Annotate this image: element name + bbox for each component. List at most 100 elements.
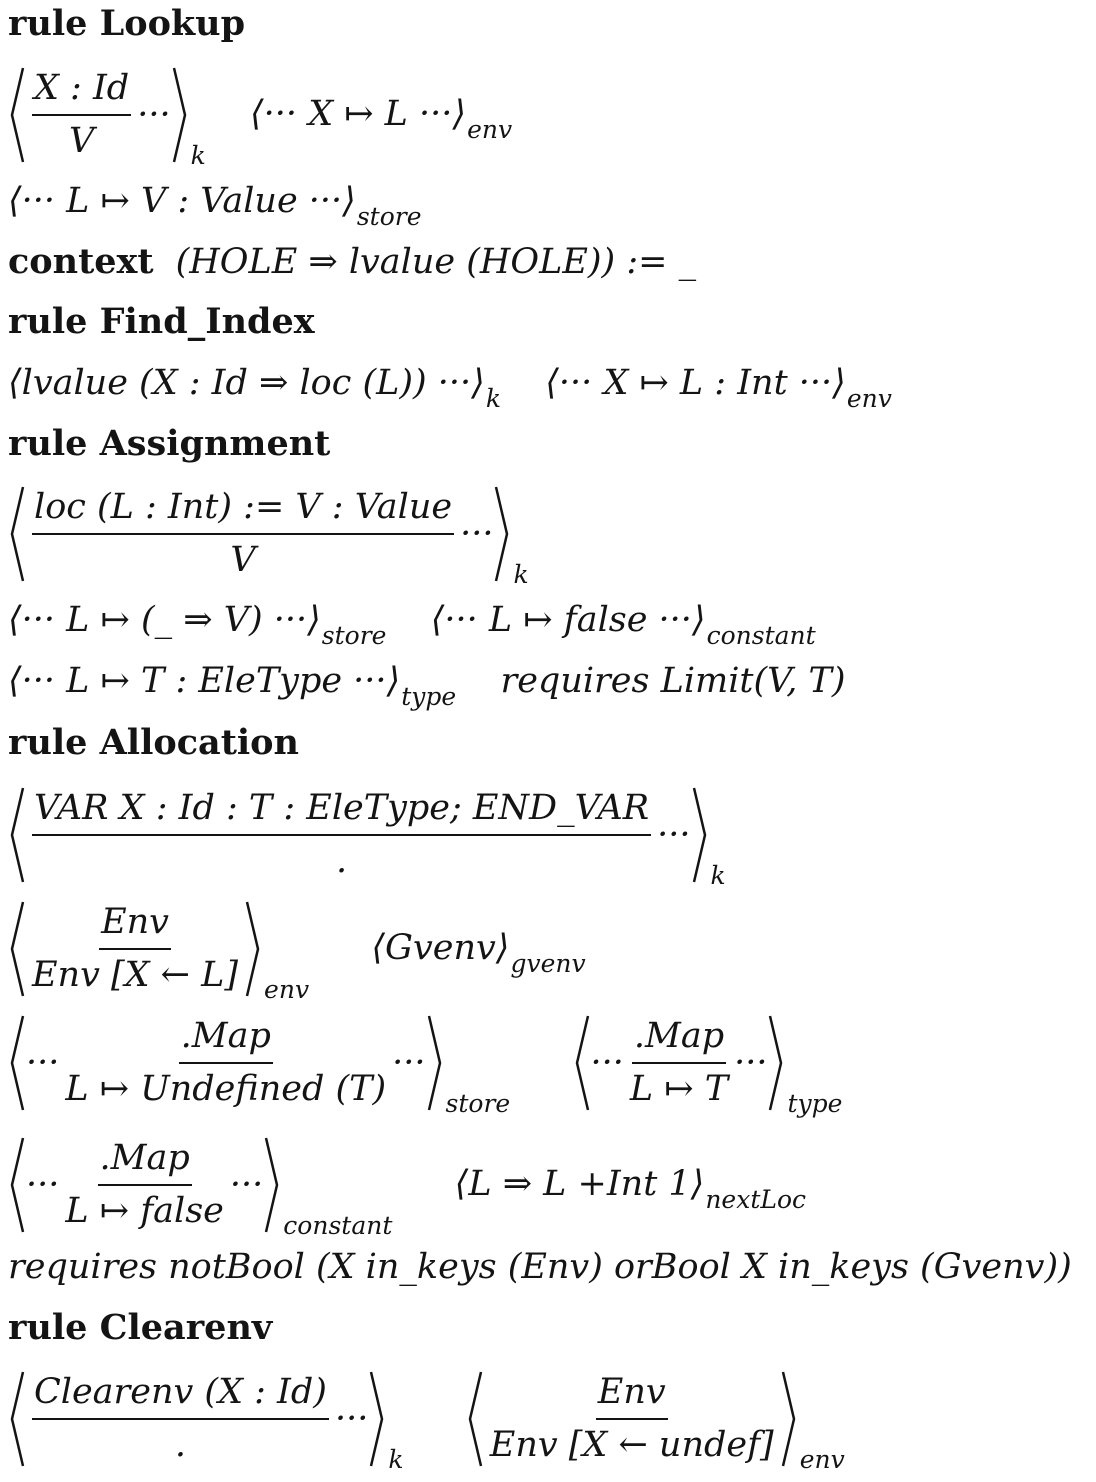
rule-lookup-title: rule Lookup [8,3,246,44]
env-cell: ⟨··· X ↦ L : Int ···⟩env [545,363,892,412]
store-cell-body: ⟨··· L ↦ (_ ⇒ V) ···⟩ [8,600,321,640]
rewrite-fraction: Env Env [X ← L] [32,905,238,993]
rewrite-to: V [68,121,95,161]
rewrite-fraction: Env Env [X ← undef] [490,1375,774,1463]
rule-allocation-constant-nextloc: ··· .Map L ↦ false ··· constant ⟨L ⇒ L +… [8,1136,806,1238]
context-rule: context (HOLE ⇒ lvalue (HOLE)) := _ [8,244,696,280]
cell-label-store: store [321,621,387,650]
rule-find-index-body: ⟨lvalue (X : Id ⇒ loc (L)) ···⟩k ⟨··· X … [8,363,892,412]
rewrite-from: Clearenv (X : Id) [32,1375,329,1420]
rewrite-to: . [336,841,348,881]
cell-label-k: k [388,1445,404,1474]
rewrite-from: .Map [178,1019,273,1064]
rewrite-from: loc (L : Int) := V : Value [32,490,455,535]
rule-allocation-env-gvenv: Env Env [X ← L] env ⟨Gvenv⟩gvenv [8,900,586,1002]
gvenv-cell: ⟨Gvenv⟩gvenv [371,928,585,976]
k-cell: Clearenv (X : Id) . ··· k [8,1370,403,1472]
ellipsis: ··· [26,1042,60,1083]
constant-cell: ⟨··· L ↦ false ···⟩constant [430,600,816,649]
cell-label-k: k [485,384,501,413]
left-angle-bracket [10,1371,25,1467]
rule-allocation-k-cell: VAR X : Id : T : EleType; END_VAR . ··· … [8,786,726,888]
right-angle-bracket [692,787,706,883]
store-cell: ⟨··· L ↦ (_ ⇒ V) ···⟩store [8,600,386,649]
cell-label-k: k [513,560,529,589]
rewrite-to: . [174,1425,187,1465]
k-cell: ⟨lvalue (X : Id ⇒ loc (L)) ···⟩k [8,363,501,412]
left-angle-bracket [10,1015,25,1111]
rewrite-from: X : Id [32,71,132,116]
cell-label-store: store [445,1089,511,1118]
cell-label-type: type [787,1089,843,1118]
requires-clause: requires notBool (X in_keys (Env) orBool… [8,1247,1072,1287]
right-angle-bracket [495,486,509,582]
right-angle-bracket [781,1371,796,1467]
rewrite-to: L ↦ T [629,1069,729,1109]
cell-label-k: k [710,861,726,890]
rewrite-fraction: .Map L ↦ T [630,1019,728,1107]
cell-label-constant: constant [706,621,816,650]
cell-label-k: k [190,141,206,170]
left-angle-bracket [10,901,25,997]
rule-lookup-k-cell: X : Id V ··· k ⟨··· X ↦ L ···⟩env [8,66,512,168]
ellipsis: ··· [26,1164,60,1205]
rewrite-from: .Map [97,1141,192,1186]
rule-allocation-title: rule Allocation [8,722,299,763]
left-angle-bracket [10,1137,25,1233]
ellipsis: ··· [334,1398,369,1439]
type-cell: ⟨··· L ↦ T : EleType ···⟩type [8,661,456,710]
right-angle-bracket [427,1015,441,1111]
left-angle-bracket [468,1371,482,1467]
k-cell-body: ⟨lvalue (X : Id ⇒ loc (L)) ···⟩ [8,363,485,403]
rule-clearenv-body: Clearenv (X : Id) . ··· k Env Env [X ← u… [8,1370,845,1472]
rewrite-fraction: loc (L : Int) := V : Value V [32,490,455,580]
store-cell: ··· .Map L ↦ Undefined (T) ··· store [8,1014,510,1116]
env-cell: Env Env [X ← L] env [8,900,309,1002]
ellipsis: ··· [137,94,171,135]
constant-cell-body: ⟨··· L ↦ false ···⟩ [430,600,706,640]
rewrite-fraction: Clearenv (X : Id) . [32,1375,329,1463]
env-cell: ⟨··· X ↦ L ···⟩env [250,94,512,142]
right-angle-bracket [172,67,186,163]
cell-label-gvenv: gvenv [510,948,586,978]
right-angle-bracket [769,1015,783,1111]
nextloc-cell: ⟨L ⇒ L +Int 1⟩nextLoc [454,1163,806,1212]
ellipsis: ··· [734,1042,768,1083]
context-keyword: context [8,241,154,282]
store-cell-body: ⟨··· L ↦ V : Value ···⟩ [8,181,356,221]
left-angle-bracket [10,787,25,883]
ellipsis: ··· [657,814,691,855]
rewrite-fraction: .Map L ↦ Undefined (T) [65,1019,386,1107]
rule-allocation-store-type: ··· .Map L ↦ Undefined (T) ··· store ···… [8,1014,842,1116]
rewrite-from: Env [99,905,171,950]
context-body: (HOLE ⇒ lvalue (HOLE)) := _ [175,242,697,282]
rule-find-index-title: rule Find_Index [8,301,315,342]
right-angle-bracket [245,901,260,997]
rewrite-to: Env [X ← undef] [489,1425,774,1465]
cell-label-constant: constant [283,1211,393,1240]
rewrite-from: .Map [631,1019,727,1064]
rewrite-fraction: .Map L ↦ false [65,1141,224,1229]
nextloc-cell-body: ⟨L ⇒ L +Int 1⟩ [454,1163,705,1204]
left-angle-bracket [10,67,25,163]
cell-label-env: env [846,384,892,413]
right-angle-bracket [265,1137,279,1233]
rewrite-fraction: X : Id V [32,71,132,161]
ellipsis: ··· [460,513,494,554]
type-cell: ··· .Map L ↦ T ··· type [573,1014,842,1116]
left-angle-bracket [10,486,25,582]
cell-label-env: env [799,1445,845,1474]
type-cell-body: ⟨··· L ↦ T : EleType ···⟩ [8,661,401,701]
rewrite-to: V [230,540,256,580]
rewrite-to: L ↦ Undefined (T) [65,1069,387,1109]
left-angle-bracket [575,1015,589,1111]
ellipsis: ··· [590,1042,624,1083]
ellipsis: ··· [229,1164,264,1205]
cell-label-nextloc: nextLoc [705,1184,807,1214]
rule-assignment-title: rule Assignment [8,423,331,464]
rule-assignment-type-requires: ⟨··· L ↦ T : EleType ···⟩type requires L… [8,661,846,710]
rule-assignment-store-constant: ⟨··· L ↦ (_ ⇒ V) ···⟩store ⟨··· L ↦ fals… [8,600,816,649]
k-cell: X : Id V ··· k [8,66,206,168]
cell-label-store: store [356,202,422,231]
